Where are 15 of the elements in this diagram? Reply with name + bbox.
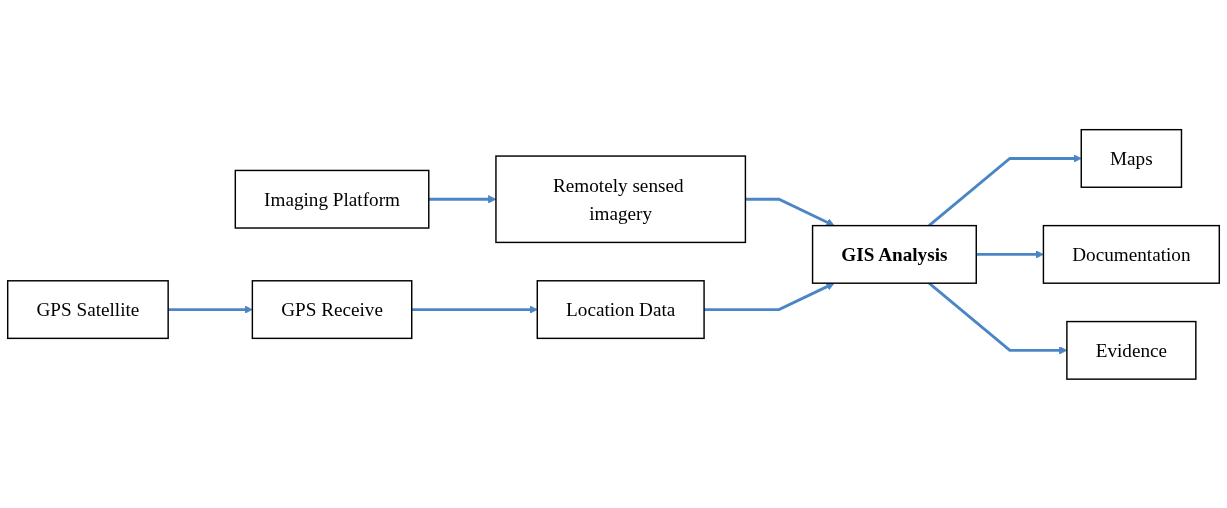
arrow (168, 304, 253, 314)
node-box: GIS Analysis (811, 224, 977, 284)
node-box: Remotely sensed imagery (495, 154, 747, 243)
node-box: Imaging Platform (234, 169, 430, 229)
arrow (928, 153, 1082, 227)
node-box: Location Data (536, 279, 705, 339)
arrow (745, 197, 835, 226)
node-box: Evidence (1066, 320, 1197, 380)
arrow (704, 282, 835, 311)
arrow (411, 304, 538, 314)
node-box: Documentation (1042, 224, 1220, 284)
node-box: GPS Satellite (6, 279, 169, 339)
node-box: GPS Receive (251, 279, 413, 339)
arrow (976, 249, 1044, 259)
node-box: Maps (1080, 128, 1183, 188)
